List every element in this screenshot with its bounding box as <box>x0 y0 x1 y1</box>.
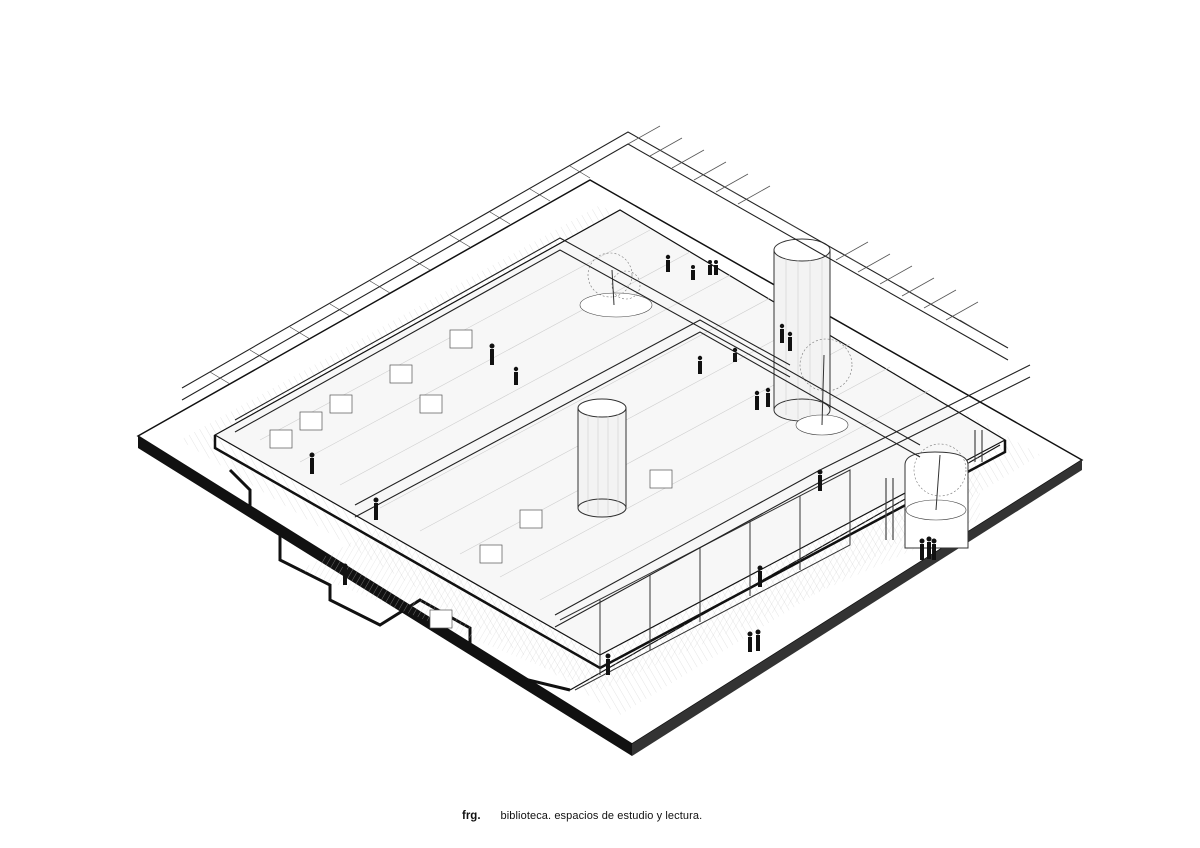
bookshelves <box>269 329 673 629</box>
person-figure <box>817 469 823 491</box>
person-figure <box>489 343 495 365</box>
person-figure <box>754 390 760 410</box>
person-figure <box>513 366 519 385</box>
person-figure <box>747 631 753 652</box>
person-figure <box>787 331 793 351</box>
figure-caption: frg. biblioteca. espacios de estudio y l… <box>462 810 702 822</box>
person-figure <box>931 538 937 560</box>
person-figure <box>757 565 763 587</box>
truss-web <box>209 149 981 385</box>
person-figure <box>765 387 771 407</box>
person-figure <box>919 538 925 560</box>
person-figure <box>342 563 348 585</box>
person-figure <box>373 497 379 520</box>
person-figure <box>309 452 315 474</box>
caption-text: biblioteca. espacios de estudio y lectur… <box>500 810 703 822</box>
person-figure <box>605 653 611 675</box>
cylinder-tower-left <box>577 398 627 518</box>
person-figure <box>732 347 738 362</box>
roof-trusses <box>181 131 1031 628</box>
person-figure <box>697 355 703 374</box>
person-figure <box>665 254 671 272</box>
people-silhouettes <box>309 254 937 675</box>
caption-prefix: frg. <box>462 810 481 822</box>
person-figure <box>926 536 932 559</box>
roof-rafters <box>627 125 979 321</box>
person-figure <box>691 265 695 280</box>
columns <box>885 430 983 540</box>
tree-top <box>579 252 653 318</box>
person-figure <box>779 323 785 343</box>
person-figure <box>714 260 718 275</box>
tree-bottom <box>904 443 969 549</box>
person-figure <box>708 260 712 275</box>
person-figure <box>755 629 761 651</box>
